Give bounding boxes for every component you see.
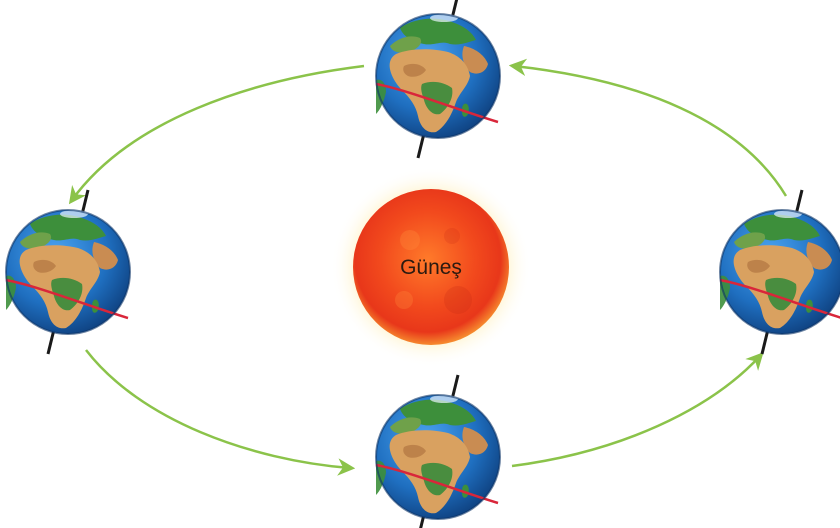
earth-bottom [374, 373, 502, 528]
orbit-arrow-left-to-bottom [85, 349, 356, 476]
sun-label: Güneş [400, 256, 462, 279]
sun: Güneş [331, 167, 531, 367]
sun-core [353, 189, 509, 345]
earth-top [374, 0, 502, 160]
earth-left [4, 188, 132, 356]
orbit-arrow-top-to-left [68, 64, 365, 205]
orbit-arrow-bottom-to-right [511, 352, 764, 468]
orbit-arrow-right-to-top [508, 58, 788, 197]
earth-right [718, 188, 840, 356]
